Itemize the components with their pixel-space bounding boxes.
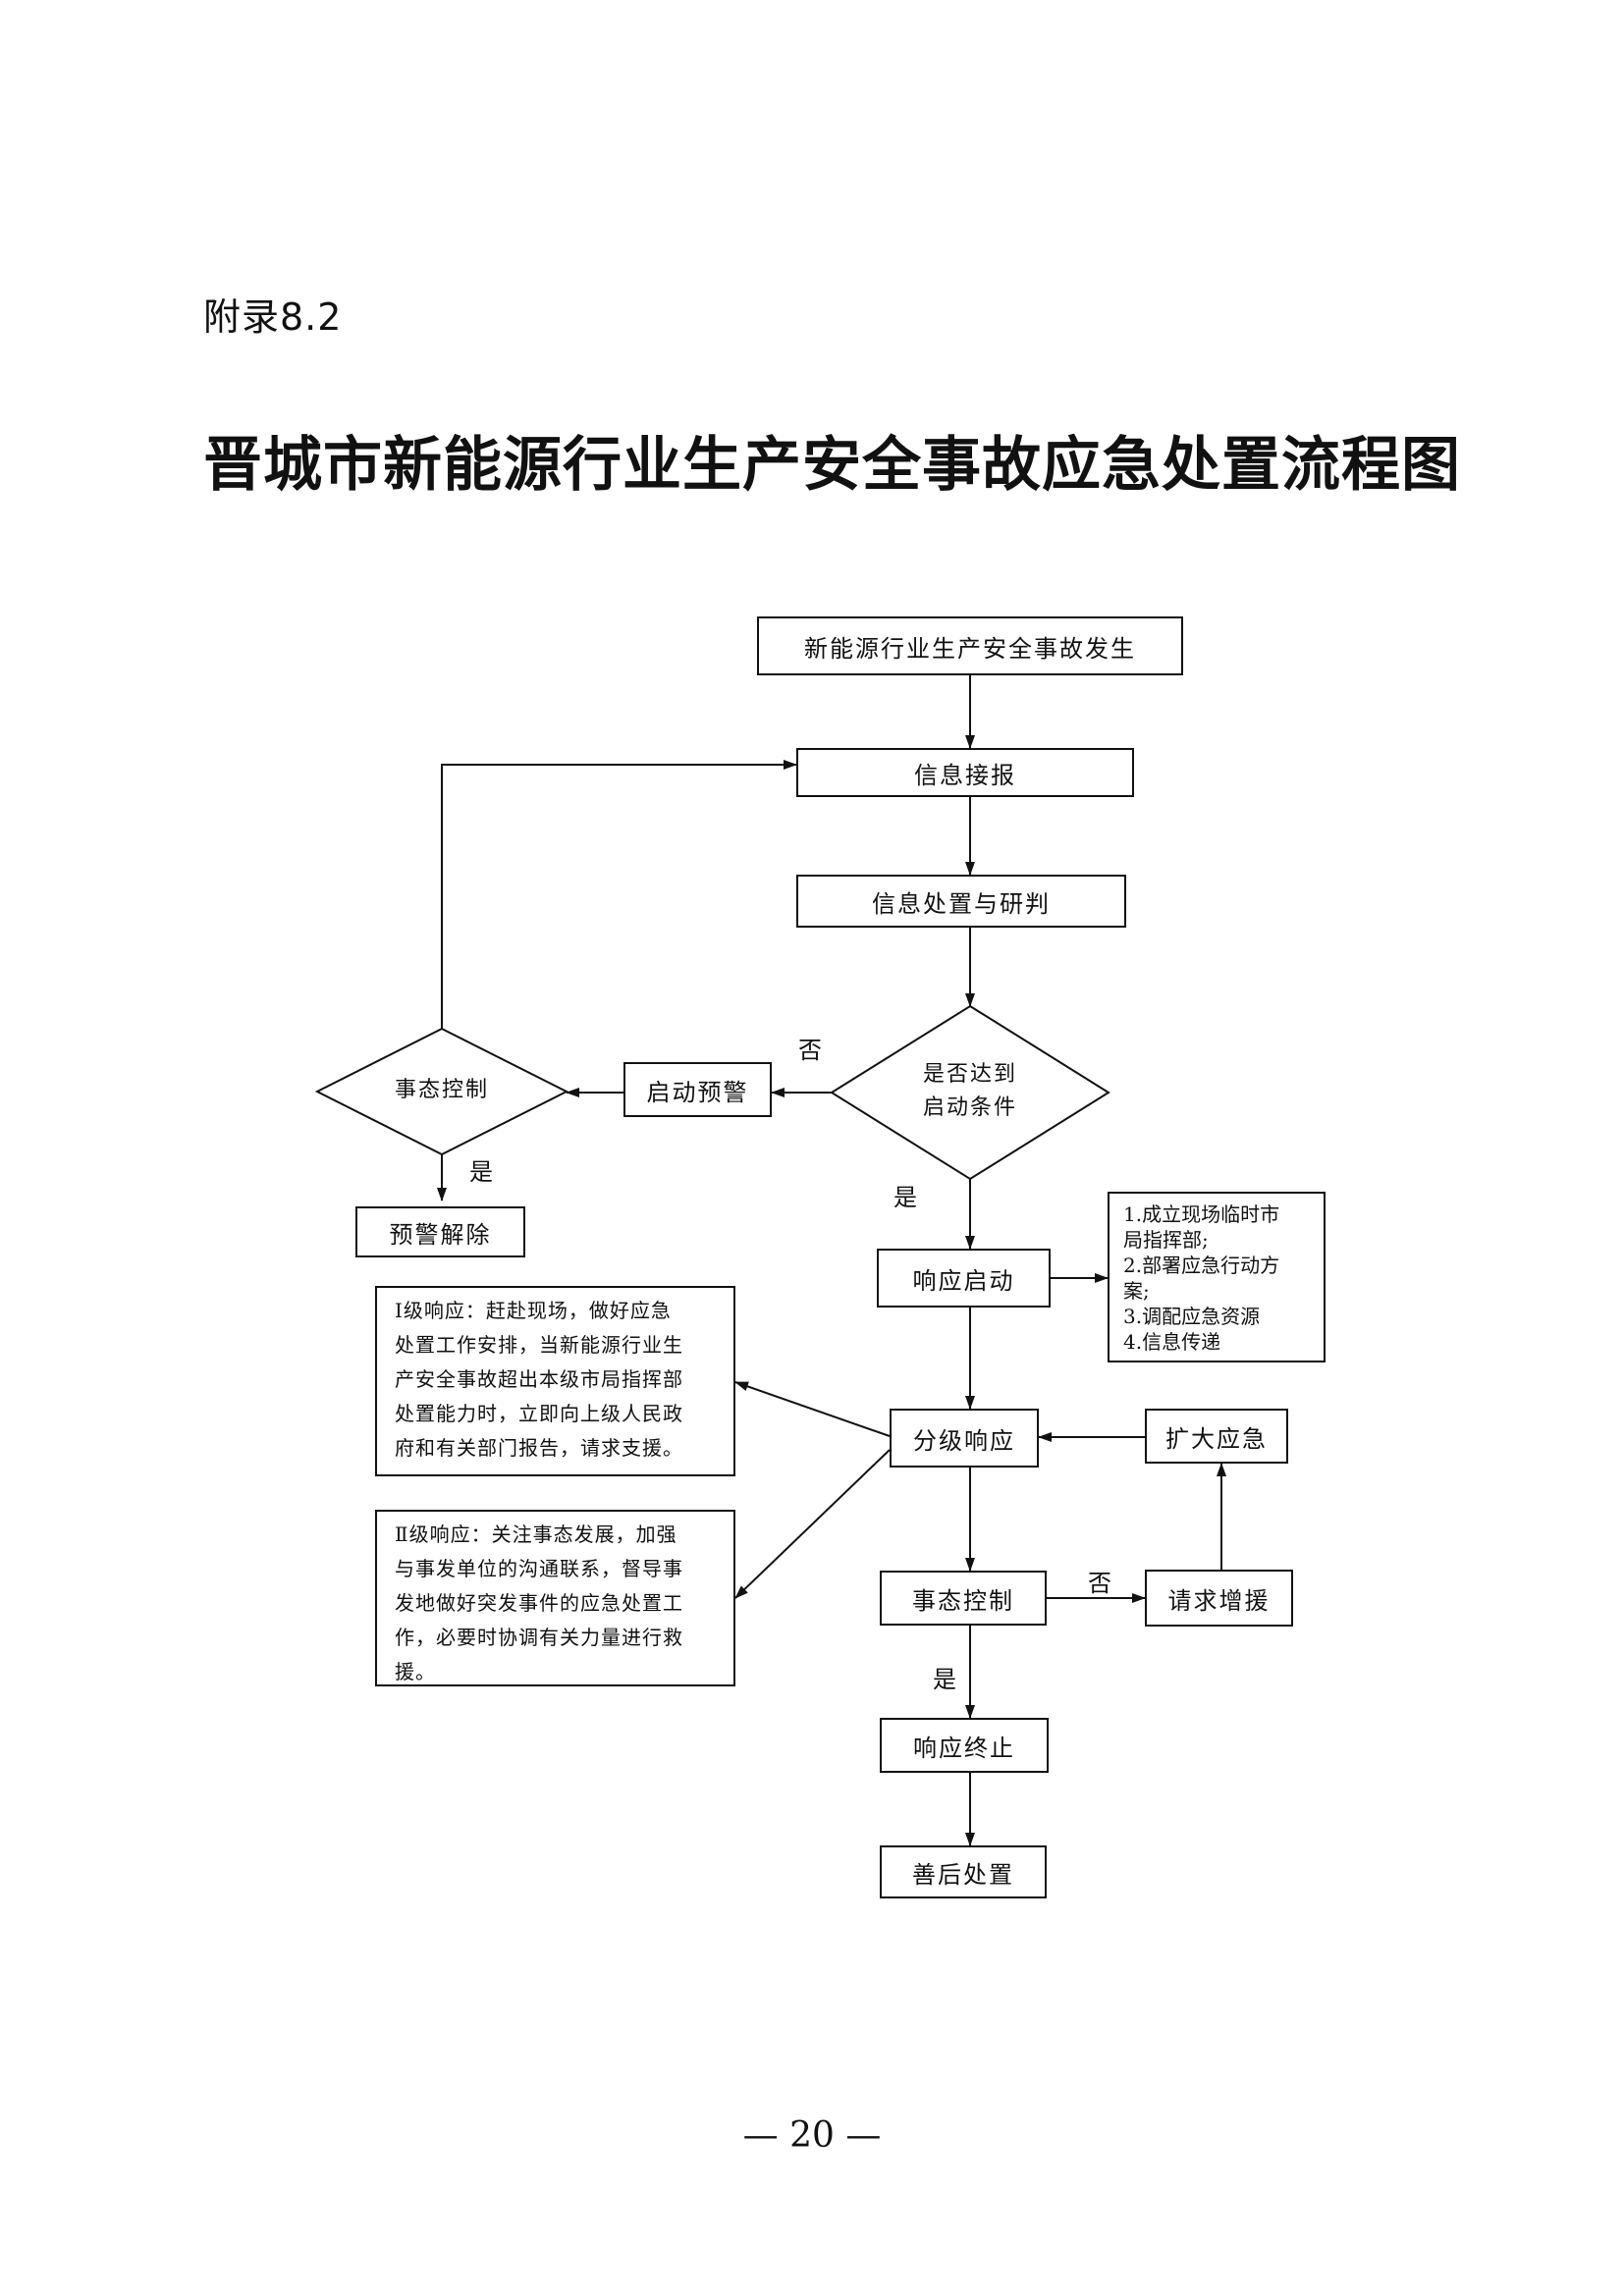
label-yes-decision: 是 <box>893 1184 917 1211</box>
label-no-control: 否 <box>1088 1570 1111 1597</box>
decision-label-line1: 是否达到 <box>922 1062 1017 1087</box>
node-measures: 1.成立现场临时市 局指挥部; 2.部署应急行动方 案; 3.调配应急资源 4.… <box>1108 1192 1326 1362</box>
node-accident: 新能源行业生产安全事故发生 <box>757 616 1183 675</box>
label-no-decision: 否 <box>798 1037 822 1064</box>
label-yes-control: 是 <box>933 1666 956 1693</box>
situation-left-label: 事态控制 <box>394 1078 489 1102</box>
node-response-start: 响应启动 <box>877 1249 1051 1308</box>
page-number: — 20 — <box>742 2115 882 2156</box>
arrow-loop-back-to-report <box>441 760 797 1029</box>
node-response-end: 响应终止 <box>880 1718 1049 1773</box>
node-aftermath: 善后处置 <box>880 1845 1047 1898</box>
node-situation-main: 事态控制 <box>880 1571 1047 1626</box>
appendix-label: 附录8.2 <box>203 295 343 339</box>
node-level1: Ⅰ级响应：赶赴现场，做好应急 处置工作安排，当新能源行业生 产安全事故超出本级市… <box>375 1286 735 1476</box>
node-info-report: 信息接报 <box>796 748 1134 797</box>
decision-label-line2: 启动条件 <box>922 1095 1017 1120</box>
node-warning: 启动预警 <box>623 1062 772 1117</box>
arrow-graded-to-level1 <box>734 1381 891 1437</box>
node-level2: Ⅱ级响应：关注事态发展，加强 与事发单位的沟通联系，督导事 发地做好突发事件的应… <box>375 1510 735 1686</box>
node-expand: 扩大应急 <box>1145 1409 1288 1464</box>
node-warning-lift: 预警解除 <box>355 1206 525 1257</box>
arrow-graded-to-level2 <box>734 1449 891 1599</box>
page-title: 晋城市新能源行业生产安全事故应急处置流程图 <box>203 431 1461 500</box>
node-info-process: 信息处置与研判 <box>796 875 1126 928</box>
node-request-support: 请求增援 <box>1145 1570 1293 1627</box>
label-yes-left: 是 <box>469 1158 493 1186</box>
node-graded-response: 分级响应 <box>890 1409 1039 1468</box>
decision-label: 是否达到 启动条件 <box>872 1058 1068 1125</box>
